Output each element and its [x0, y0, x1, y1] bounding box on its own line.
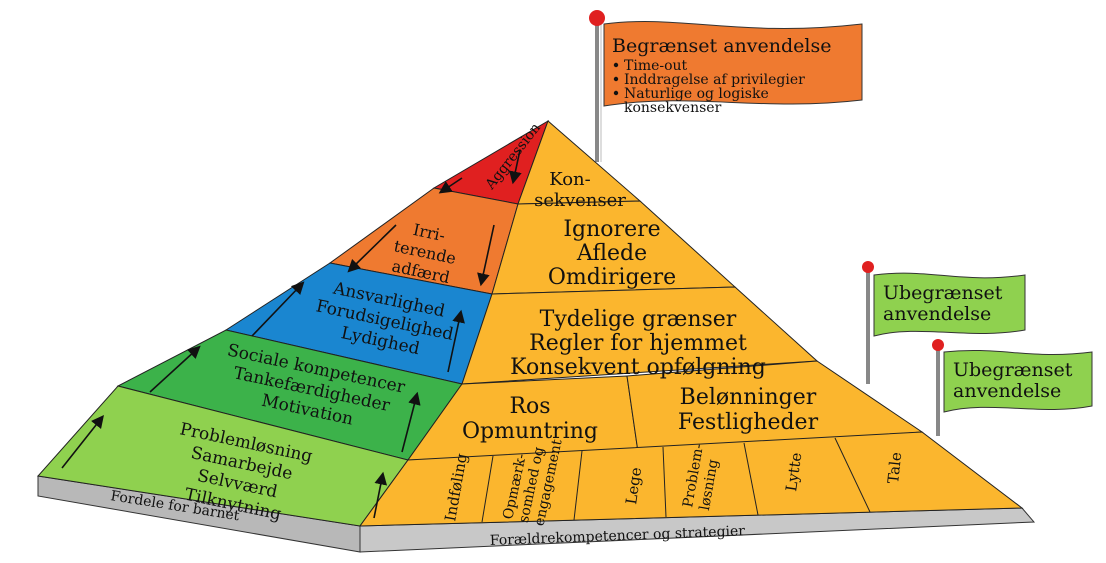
arrow-aggression-left [438, 177, 463, 194]
bottom-cell-lege: Lege [622, 466, 645, 506]
bottom-cell-tale-line-1: Tale [884, 451, 905, 484]
pyramid-left-face [37, 119, 549, 527]
label-beloenninger-line-1: Belønninger [680, 385, 817, 410]
label-konsekvenser-line-2: sekvenser [534, 190, 626, 211]
top-flag-item-line: konsekvenser [624, 100, 722, 116]
label-beloenninger: Belønninger Festligheder [678, 385, 819, 435]
top-flag-cloth [603, 20, 863, 107]
side-flag-2-cap [932, 339, 944, 351]
side-flag-1-line-2: anvendelse [883, 303, 991, 325]
label-ros-line-2: Opmuntring [462, 419, 598, 444]
side-flag-2-line-2: anvendelse [953, 380, 1061, 402]
label-ignorere: Ignorere Aflede Omdirigere [548, 217, 676, 290]
bottom-cell-lytte: Lytte [782, 451, 805, 492]
arrow-problem-right [373, 471, 388, 519]
label-ignorere-line-1: Ignorere [563, 217, 660, 242]
arrow-sociale-left [149, 345, 201, 393]
bottom-cell-tale: Tale [884, 451, 905, 484]
side-flag-1-line-1: Ubegrænset [883, 282, 1003, 304]
top-flag-bullet [613, 90, 619, 96]
bottom-cell-lytte-line-1: Lytte [782, 451, 805, 492]
arrow-sociale-right [401, 391, 421, 453]
top-flag-item-line: Time-out [624, 58, 688, 74]
top-flag-pole-cap [589, 10, 605, 26]
label-tydelige-line-1: Tydelige grænser [540, 307, 737, 332]
bottom-cell-lege-line-1: Lege [622, 466, 645, 506]
side-flag-1: Ubegrænset anvendelse [862, 261, 1026, 384]
top-flag-item-line: Inddragelse af privilegier [624, 72, 805, 88]
label-ros: Ros Opmuntring [462, 394, 598, 444]
label-beloenninger-line-2: Festligheder [678, 410, 819, 435]
arrow-aggression-right [509, 149, 522, 185]
label-ros-line-1: Ros [509, 394, 550, 419]
label-ignorere-line-3: Omdirigere [548, 265, 676, 290]
arrow-problem-left [61, 414, 104, 469]
label-konsekvenser: Kon- sekvenser [534, 169, 626, 211]
label-tydelige-line-2: Regler for hjemmet [529, 331, 747, 356]
arrow-irriterende-right [477, 224, 495, 287]
top-flag-bullet [613, 62, 619, 68]
side-flag-2-cloth [943, 349, 1093, 413]
arrow-ansvarlighed-right [447, 309, 465, 373]
top-flag-title: Begrænset anvendelse [612, 35, 831, 57]
top-flag-item-line: Naturlige og logiske [624, 86, 769, 102]
side-flag-1-cloth [873, 272, 1026, 337]
side-flag-2: Ubegrænset anvendelse [932, 339, 1093, 436]
left-face-arrows [61, 149, 522, 519]
top-flag: Begrænset anvendelse Time-outInddragelse… [589, 10, 863, 162]
label-tydelige: Tydelige grænser Regler for hjemmet Kons… [510, 307, 766, 380]
side-flag-1-cap [862, 261, 874, 273]
label-tydelige-line-3: Konsekvent opfølgning [510, 355, 766, 380]
label-ignorere-line-2: Aflede [576, 241, 647, 266]
arrow-ansvarlighed-left [251, 281, 305, 337]
side-flag-2-line-1: Ubegrænset [953, 359, 1073, 381]
top-flag-bullet [613, 76, 619, 82]
arrow-irriterende-left [347, 224, 397, 273]
pyramid-right-face [358, 120, 1024, 527]
label-konsekvenser-line-1: Kon- [549, 169, 590, 190]
